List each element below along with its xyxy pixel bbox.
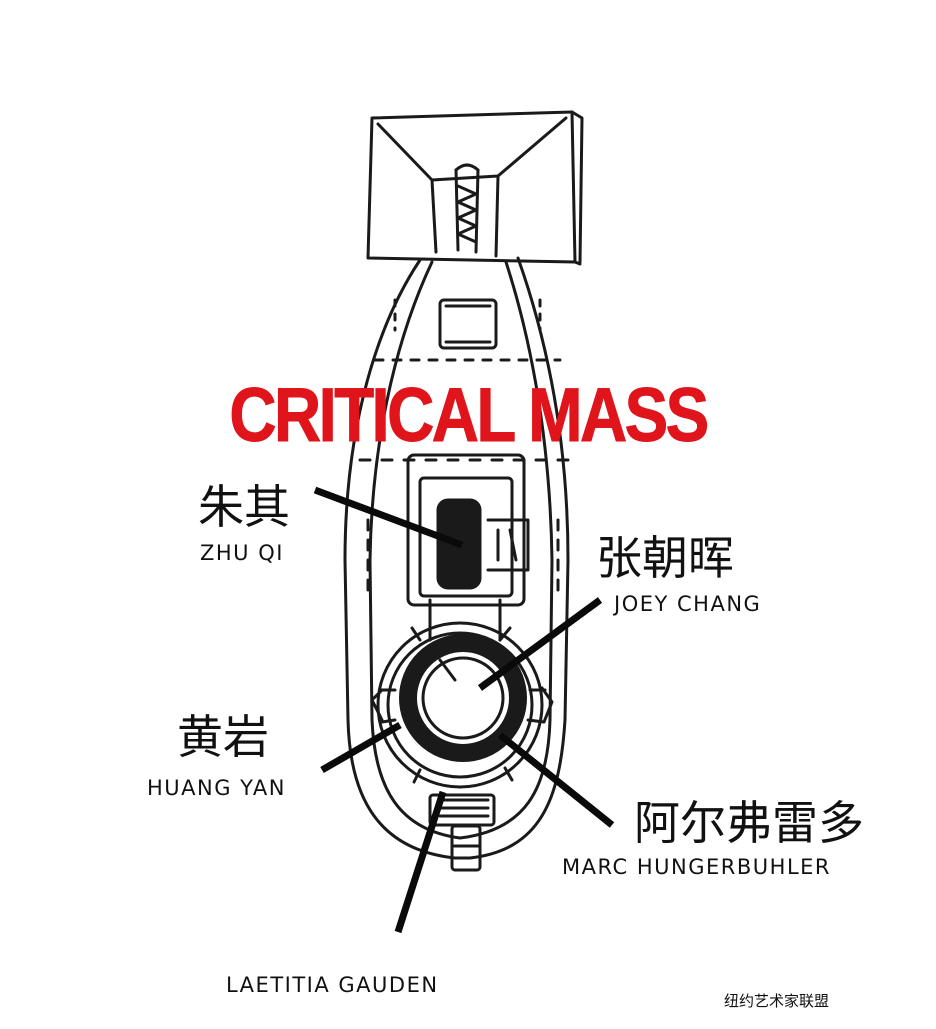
pointer-line-joey-chang [477,597,603,691]
artist-en-joey-chang: JOEY CHANG [614,592,762,616]
organizer-label: 纽约艺术家联盟 [724,992,830,1010]
upper-plug [438,298,498,350]
artist-cn-marc-hungerbuhler: 阿尔弗雷多 [634,796,864,850]
pointer-line-laetitia-gauden [394,790,447,934]
exhibition-title: CRITICAL MASS [229,373,710,459]
artist-en-huang-yan: HUANG YAN [147,776,286,800]
pointer-line-huang-yan [320,721,402,774]
artist-en-laetitia-gauden: LAETITIA GAUDEN [226,973,439,997]
artist-en-zhu-qi: ZHU QI [200,541,284,565]
core-ring [370,621,554,789]
central-chamber [406,453,530,642]
pointer-line-marc-hungerbuhler [497,732,615,828]
bomb-body [343,256,577,860]
artist-en-marc-hungerbuhler: MARC HUNGERBUHLER [562,855,831,879]
nose-fuse [428,793,496,872]
pointer-line-zhu-qi [313,486,464,549]
artist-cn-huang-yan: 黄岩 [177,710,269,764]
artist-cn-zhu-qi: 朱其 [198,480,290,534]
artist-cn-joey-chang: 张朝晖 [596,531,734,585]
tail-fin [366,110,584,266]
